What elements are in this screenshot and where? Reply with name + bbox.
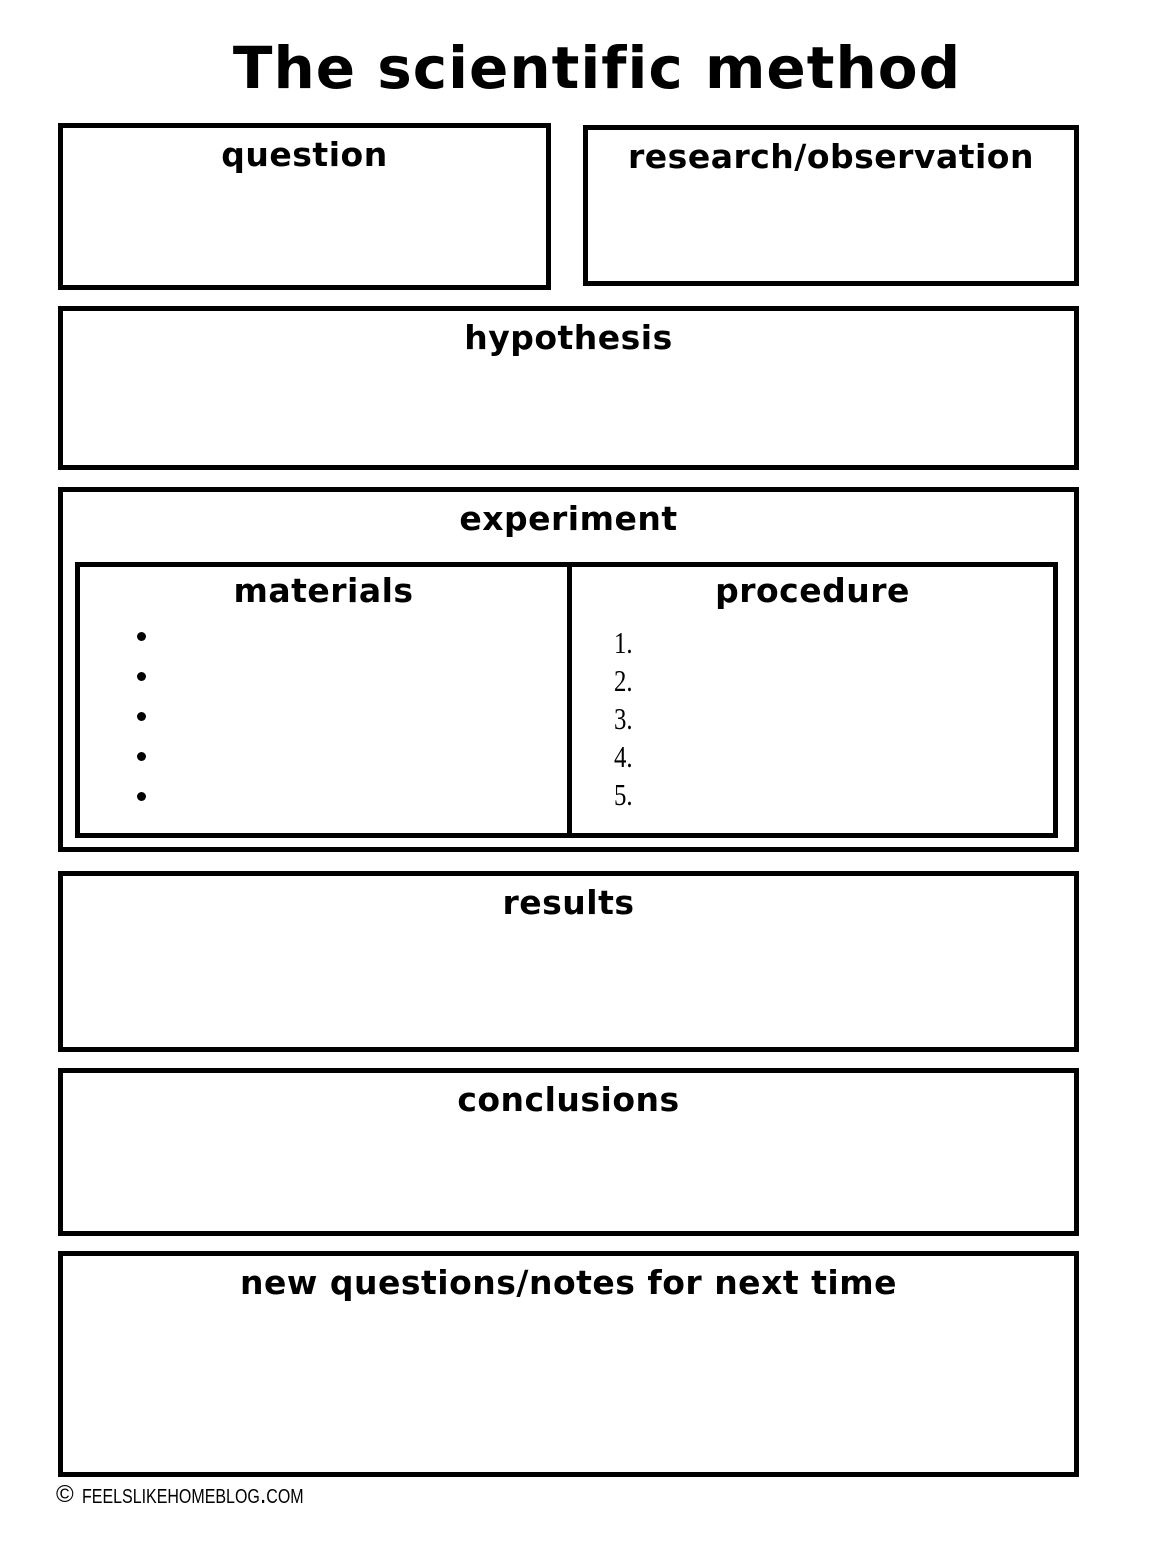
procedure-step-number: 1. — [614, 625, 633, 660]
procedure-number-list: 1. 2. 3. 4. 5. — [614, 624, 1053, 814]
bullet-icon: • — [137, 792, 146, 801]
procedure-step-number: 5. — [614, 777, 633, 812]
procedure-step-number: 2. — [614, 663, 633, 698]
new-questions-label: new questions/notes for next time — [240, 1263, 897, 1302]
bullet-icon: • — [137, 712, 146, 721]
bullet-icon: • — [137, 672, 146, 681]
question-box: question — [58, 123, 551, 290]
footer-site-name: feelslikehomeblog.com — [81, 1478, 304, 1510]
experiment-label: experiment — [459, 499, 678, 538]
results-box: results — [58, 871, 1079, 1052]
procedure-column: procedure 1. 2. 3. 4. 5. — [572, 567, 1053, 833]
copyright-icon: © — [56, 1480, 74, 1508]
hypothesis-label: hypothesis — [464, 318, 673, 357]
research-observation-label: research/observation — [628, 137, 1034, 176]
procedure-step-number: 4. — [614, 739, 633, 774]
page-title: The scientific method — [232, 34, 962, 102]
new-questions-box: new questions/notes for next time — [58, 1251, 1079, 1477]
materials-label: materials — [233, 571, 414, 610]
experiment-box: experiment materials • • • • • procedure… — [58, 487, 1079, 852]
conclusions-box: conclusions — [58, 1068, 1079, 1236]
bullet-icon: • — [137, 632, 146, 641]
materials-bullet-list: • • • • • — [137, 632, 567, 801]
question-label: question — [221, 135, 388, 174]
materials-procedure-table: materials • • • • • procedure 1. 2. 3. 4… — [75, 562, 1058, 838]
research-observation-box: research/observation — [583, 125, 1079, 286]
procedure-step-number: 3. — [614, 701, 633, 736]
bullet-icon: • — [137, 752, 146, 761]
procedure-label: procedure — [715, 571, 910, 610]
conclusions-label: conclusions — [457, 1080, 680, 1119]
materials-column: materials • • • • • — [80, 567, 572, 833]
results-label: results — [502, 883, 635, 922]
hypothesis-box: hypothesis — [58, 306, 1079, 470]
footer-credit: © feelslikehomeblog.com — [56, 1478, 359, 1511]
